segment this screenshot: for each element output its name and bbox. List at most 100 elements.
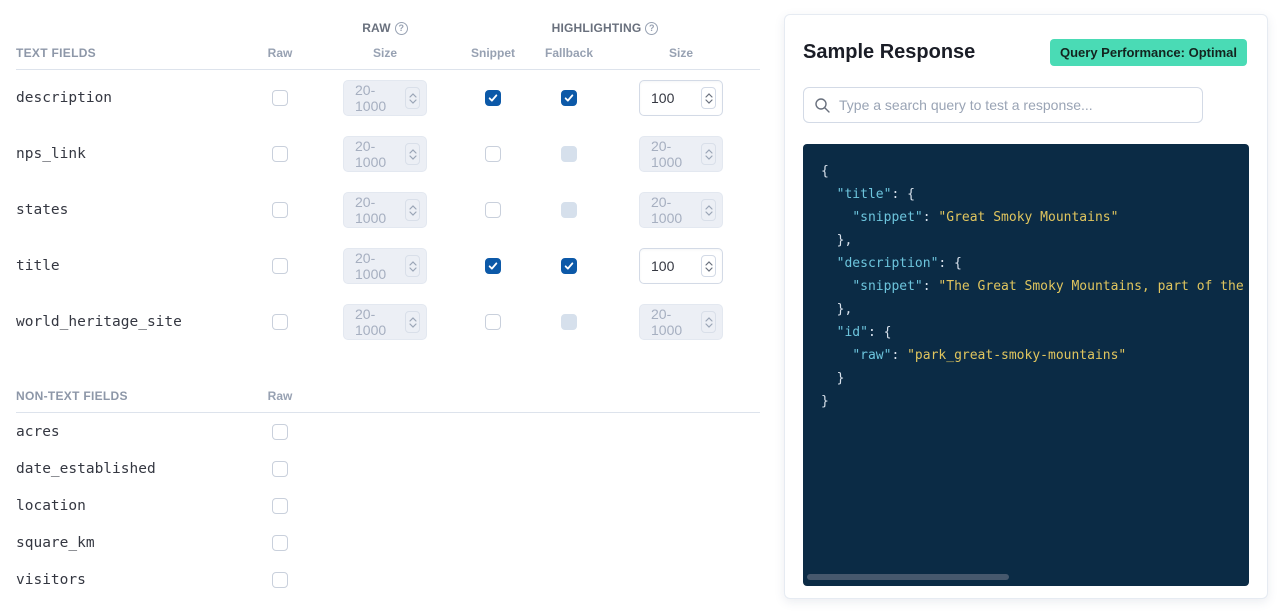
field-name: description (16, 90, 113, 106)
raw-group-header: RAW ? (320, 21, 450, 35)
highlight-size-input: 20-1000 (639, 192, 723, 228)
col-header-nontext-raw: Raw (267, 388, 293, 403)
number-stepper[interactable] (701, 87, 716, 109)
raw-checkbox[interactable] (272, 202, 288, 218)
code-line: "snippet": "Great Smoky Mountains" (852, 210, 1119, 225)
highlight-size-input[interactable]: 100 (639, 80, 723, 116)
code-line: "raw": "park_great-smoky-mountains" (852, 348, 1127, 363)
raw-checkbox[interactable] (272, 146, 288, 162)
non-text-field-row: date_established (16, 450, 760, 487)
field-config-panel: RAW ? HIGHLIGHTING ? TEXT FIELDS Raw Siz… (16, 16, 760, 598)
non-text-field-row: square_km (16, 524, 760, 561)
query-performance-badge: Query Performance: Optimal (1050, 39, 1247, 66)
code-line: "title": { (836, 187, 915, 202)
text-fields-rows: description 20-1000 100 nps_link 20-1000 20-1… (16, 70, 760, 350)
code-line: } (821, 394, 829, 409)
fallback-checkbox (561, 146, 577, 162)
number-stepper (701, 311, 716, 333)
sample-response-header: Sample Response Query Performance: Optim… (803, 39, 1247, 66)
sample-query-input[interactable] (839, 97, 1192, 113)
field-name: visitors (16, 571, 86, 588)
non-text-field-row: location (16, 487, 760, 524)
fallback-checkbox[interactable] (561, 258, 577, 274)
sample-response-panel: Sample Response Query Performance: Optim… (784, 14, 1268, 599)
snippet-checkbox[interactable] (485, 258, 501, 274)
col-header-snippet: Snippet (471, 45, 515, 60)
raw-size-input: 20-1000 (343, 80, 427, 116)
number-stepper (701, 143, 716, 165)
number-stepper (405, 199, 420, 221)
field-name: world_heritage_site (16, 314, 182, 330)
highlight-size-input[interactable]: 100 (639, 248, 723, 284)
non-text-field-row: visitors (16, 561, 760, 598)
non-text-fields-header-row: NON-TEXT FIELDS Raw (16, 383, 760, 413)
non-text-field-row: acres (16, 413, 760, 450)
text-fields-section-header: TEXT FIELDS (16, 45, 96, 60)
highlight-size-input: 20-1000 (639, 136, 723, 172)
field-name: nps_link (16, 146, 86, 162)
col-header-fallback: Fallback (544, 45, 594, 60)
raw-group-label: RAW (362, 21, 391, 35)
sample-query-search-box[interactable] (803, 87, 1203, 123)
fallback-checkbox (561, 314, 577, 330)
col-header-highlight-size: Size (668, 45, 693, 60)
highlighting-group-label: HIGHLIGHTING (551, 21, 642, 35)
highlighting-group-header: HIGHLIGHTING ? (450, 21, 760, 35)
field-name: title (16, 258, 60, 274)
raw-checkbox[interactable] (272, 460, 288, 477)
text-field-row: title 20-1000 100 (16, 238, 760, 294)
field-name: acres (16, 423, 60, 440)
code-line: { (821, 164, 829, 179)
horizontal-scrollbar-thumb[interactable] (807, 574, 1009, 580)
raw-checkbox[interactable] (272, 571, 288, 588)
highlight-size-input: 20-1000 (639, 304, 723, 340)
raw-checkbox[interactable] (272, 90, 288, 106)
number-stepper[interactable] (701, 255, 716, 277)
raw-size-input: 20-1000 (343, 304, 427, 340)
raw-checkbox[interactable] (272, 423, 288, 440)
raw-checkbox[interactable] (272, 497, 288, 514)
text-field-row: world_heritage_site 20-1000 20-1000 (16, 294, 760, 350)
fallback-checkbox[interactable] (561, 90, 577, 106)
col-header-raw: Raw (267, 45, 293, 60)
field-name: location (16, 497, 86, 514)
number-stepper (405, 87, 420, 109)
group-header-row: RAW ? HIGHLIGHTING ? (16, 16, 760, 40)
response-json: { "title": { "snippet": "Great Smoky Mou… (821, 160, 1249, 413)
search-icon (815, 97, 830, 113)
number-stepper (701, 199, 716, 221)
code-line: "description": { (836, 256, 962, 271)
text-field-row: states 20-1000 20-1000 (16, 182, 760, 238)
raw-size-input: 20-1000 (343, 136, 427, 172)
number-stepper (405, 143, 420, 165)
fallback-checkbox (561, 202, 577, 218)
text-field-row: nps_link 20-1000 20-1000 (16, 126, 760, 182)
sample-response-title: Sample Response (803, 41, 976, 63)
number-stepper (405, 255, 420, 277)
response-code-block[interactable]: { "title": { "snippet": "Great Smoky Mou… (803, 144, 1249, 586)
raw-size-input: 20-1000 (343, 192, 427, 228)
field-name: date_established (16, 460, 156, 477)
raw-checkbox[interactable] (272, 258, 288, 274)
snippet-checkbox[interactable] (485, 146, 501, 162)
code-line: }, (821, 233, 853, 248)
code-line: "snippet": "The Great Smoky Mountains, p… (852, 279, 1249, 294)
field-name: square_km (16, 534, 95, 551)
snippet-checkbox[interactable] (485, 90, 501, 106)
raw-help-icon[interactable]: ? (394, 21, 408, 35)
raw-checkbox[interactable] (272, 534, 288, 551)
snippet-checkbox[interactable] (485, 202, 501, 218)
non-text-fields-section-header: NON-TEXT FIELDS (16, 388, 128, 403)
field-name: states (16, 202, 69, 218)
highlighting-help-icon[interactable]: ? (645, 21, 659, 35)
text-fields-header-row: TEXT FIELDS Raw Size Snippet Fallback Si… (16, 40, 760, 70)
code-line: } (821, 371, 845, 386)
snippet-checkbox[interactable] (485, 314, 501, 330)
code-line: "id": { (836, 325, 892, 340)
number-stepper (405, 311, 420, 333)
col-header-raw-size: Size (372, 45, 397, 60)
raw-checkbox[interactable] (272, 314, 288, 330)
code-line: }, (821, 302, 853, 317)
raw-size-input: 20-1000 (343, 248, 427, 284)
